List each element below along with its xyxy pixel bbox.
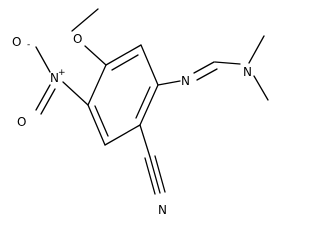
ring-nitrile-bond [139, 124, 151, 158]
nitro-oxygen-top-bond [35, 46, 51, 73]
nitro-oxygen-bottom-label: O [17, 115, 26, 129]
amine-methyl-bottom-bond [253, 75, 269, 101]
imine-double-bond-1 [193, 61, 215, 74]
nitro-ring-bond [62, 81, 89, 106]
nitrile-group: N [139, 124, 167, 217]
structure-diagram: O N + O - O N N N [12, 8, 269, 217]
nitro-oxygen-top-charge: - [27, 40, 30, 50]
methoxy-methyl-bond [71, 8, 99, 32]
amine-nitrogen-label: N [243, 65, 252, 79]
ring-double-bond-inner-3 [94, 105, 109, 137]
nitro-nitrogen-label: N [50, 71, 59, 85]
nitro-oxygen-top-label: O [12, 35, 21, 49]
ring-double-bond-inner-1 [111, 54, 139, 71]
nitro-group: N + O - O [12, 35, 89, 129]
ring-bond-bottom-right [104, 124, 141, 146]
structure-svg: O N + O - O N N N [12, 8, 269, 217]
amidine-chain: N N [157, 35, 269, 101]
ring-bond-bottom-left [87, 104, 106, 146]
ring-bond-right [139, 84, 159, 126]
ring-bond-top-left [105, 44, 142, 66]
methoxy-oxygen-label: O [73, 32, 82, 46]
ring-bond-left [87, 64, 107, 106]
methine-amine-bond [214, 61, 241, 65]
ring-double-bond-inner-2 [135, 86, 151, 119]
nitrile-triple-bond-1 [149, 156, 161, 194]
nitro-oxygen-bottom-bond-2 [40, 88, 56, 115]
nitrile-triple-bond-3 [154, 155, 166, 193]
amine-methyl-top-bond [248, 35, 265, 64]
ring-bond-top-right [140, 44, 159, 86]
nitrile-triple-bond-2 [144, 157, 156, 195]
nitro-nitrogen-charge: + [58, 68, 66, 78]
ring-imine-bond [157, 80, 181, 86]
imine-nitrogen-label: N [181, 74, 190, 88]
benzene-ring [87, 44, 159, 146]
methoxy-group: O [71, 8, 107, 66]
imine-double-bond-2 [196, 68, 218, 81]
methoxy-ring-bond [84, 45, 107, 66]
nitro-oxygen-bottom-bond-1 [35, 84, 51, 111]
nitrile-nitrogen-label: N [158, 203, 167, 217]
